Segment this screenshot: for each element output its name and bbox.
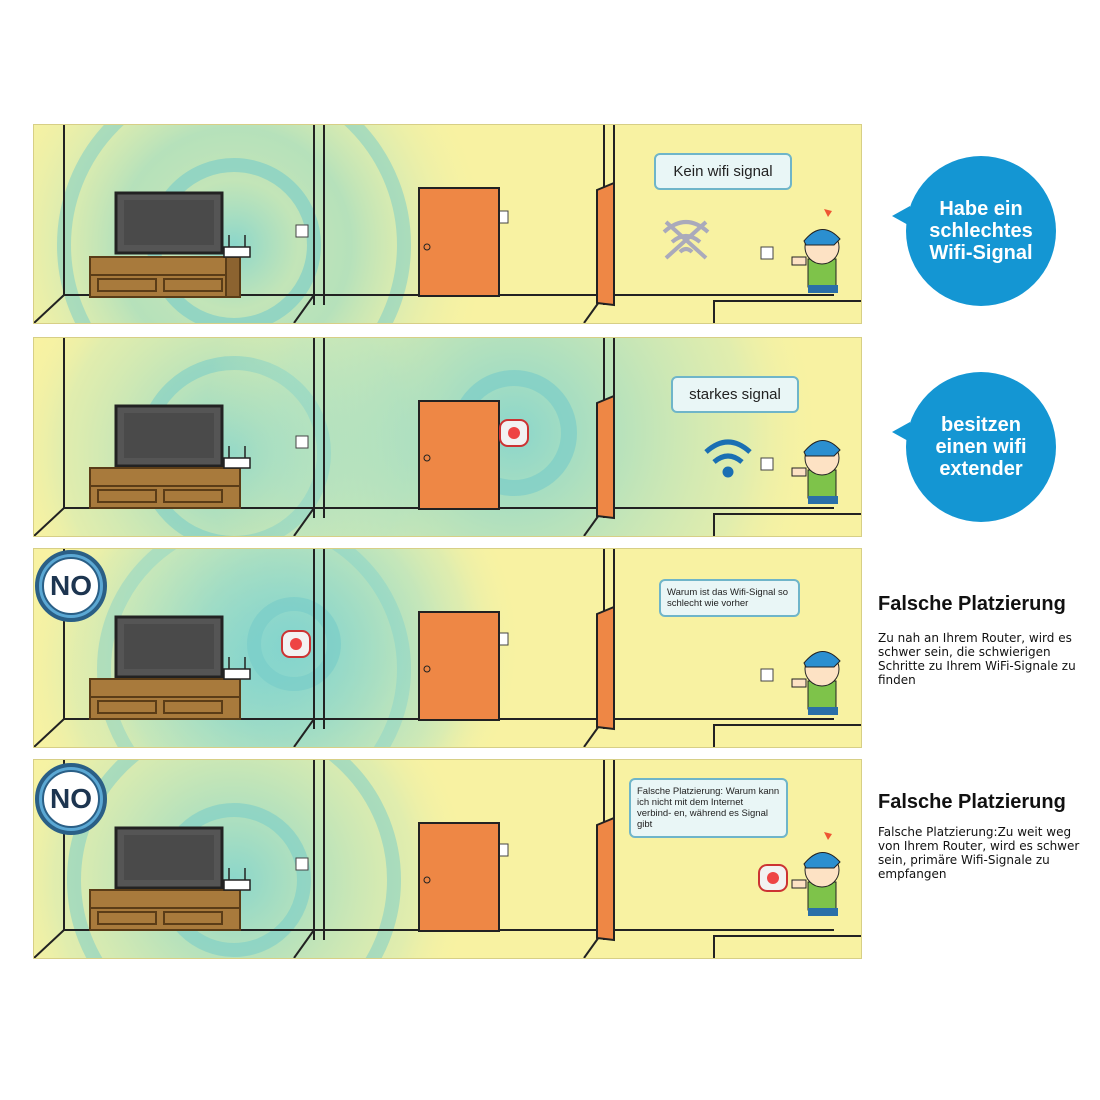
bubble-text: Warum ist das Wifi-Signal so schlecht wi… — [667, 587, 789, 609]
power-outlet-icon — [295, 435, 309, 449]
door — [418, 400, 500, 510]
section-description: Falsche Platzierung:Zu weit weg von Ihre… — [878, 825, 1080, 881]
speech-bubble: Falsche Platzierung: Warum kann ich nich… — [629, 778, 788, 838]
boy-illustration — [791, 832, 841, 916]
callout-text: besitzen einen wifi extender — [935, 414, 1027, 480]
section-description: Zu nah an Ihrem Router, wird es schwer s… — [878, 631, 1076, 687]
callout-circle-2: besitzen einen wifi extender — [892, 372, 1056, 522]
power-outlet-icon — [760, 457, 774, 471]
router-icon — [223, 446, 251, 469]
bubble-text: Kein wifi signal — [673, 163, 773, 180]
scene-panel-4: Falsche Platzierung: Warum kann ich nich… — [33, 759, 862, 959]
boy-illustration — [791, 440, 841, 504]
room-scene-1 — [34, 125, 861, 323]
scene-panel-2: starkes signal — [33, 337, 862, 537]
no-wifi-icon — [662, 220, 710, 260]
boy-illustration — [791, 209, 841, 293]
router-icon — [223, 868, 251, 891]
extender-icon — [758, 864, 788, 892]
speech-bubble: Kein wifi signal — [654, 153, 792, 190]
boy-illustration — [791, 651, 841, 715]
scene-panel-3: Warum ist das Wifi-Signal so schlecht wi… — [33, 548, 862, 748]
power-outlet-icon — [760, 668, 774, 682]
no-badge-label: NO — [42, 557, 100, 615]
section-title: Falsche Platzierung — [878, 593, 1066, 615]
bubble-text: starkes signal — [689, 386, 781, 403]
power-outlet-icon — [760, 246, 774, 260]
scene-panel-1: Kein wifi signal — [33, 124, 862, 324]
no-badge: NO — [35, 550, 107, 622]
no-badge: NO — [35, 763, 107, 835]
extender-icon — [499, 419, 529, 447]
wifi-icon — [704, 439, 752, 478]
callout-text: Habe ein schlechtes Wifi-Signal — [929, 198, 1033, 264]
router-icon — [223, 657, 251, 680]
section-title: Falsche Platzierung — [878, 791, 1066, 813]
door — [418, 822, 500, 932]
room-scene-3 — [34, 549, 861, 747]
bubble-text: Falsche Platzierung: Warum kann ich nich… — [637, 786, 780, 830]
no-badge-label: NO — [42, 770, 100, 828]
router-icon — [223, 235, 251, 258]
power-outlet-icon — [295, 224, 309, 238]
room-scene-2 — [34, 338, 861, 536]
room-scene-4 — [34, 760, 861, 958]
door — [418, 611, 500, 721]
callout-circle-1: Habe ein schlechtes Wifi-Signal — [892, 156, 1056, 306]
extender-icon — [281, 630, 311, 658]
speech-bubble: starkes signal — [671, 376, 799, 413]
power-outlet-icon — [295, 857, 309, 871]
door — [418, 187, 500, 297]
speech-bubble: Warum ist das Wifi-Signal so schlecht wi… — [659, 579, 800, 617]
